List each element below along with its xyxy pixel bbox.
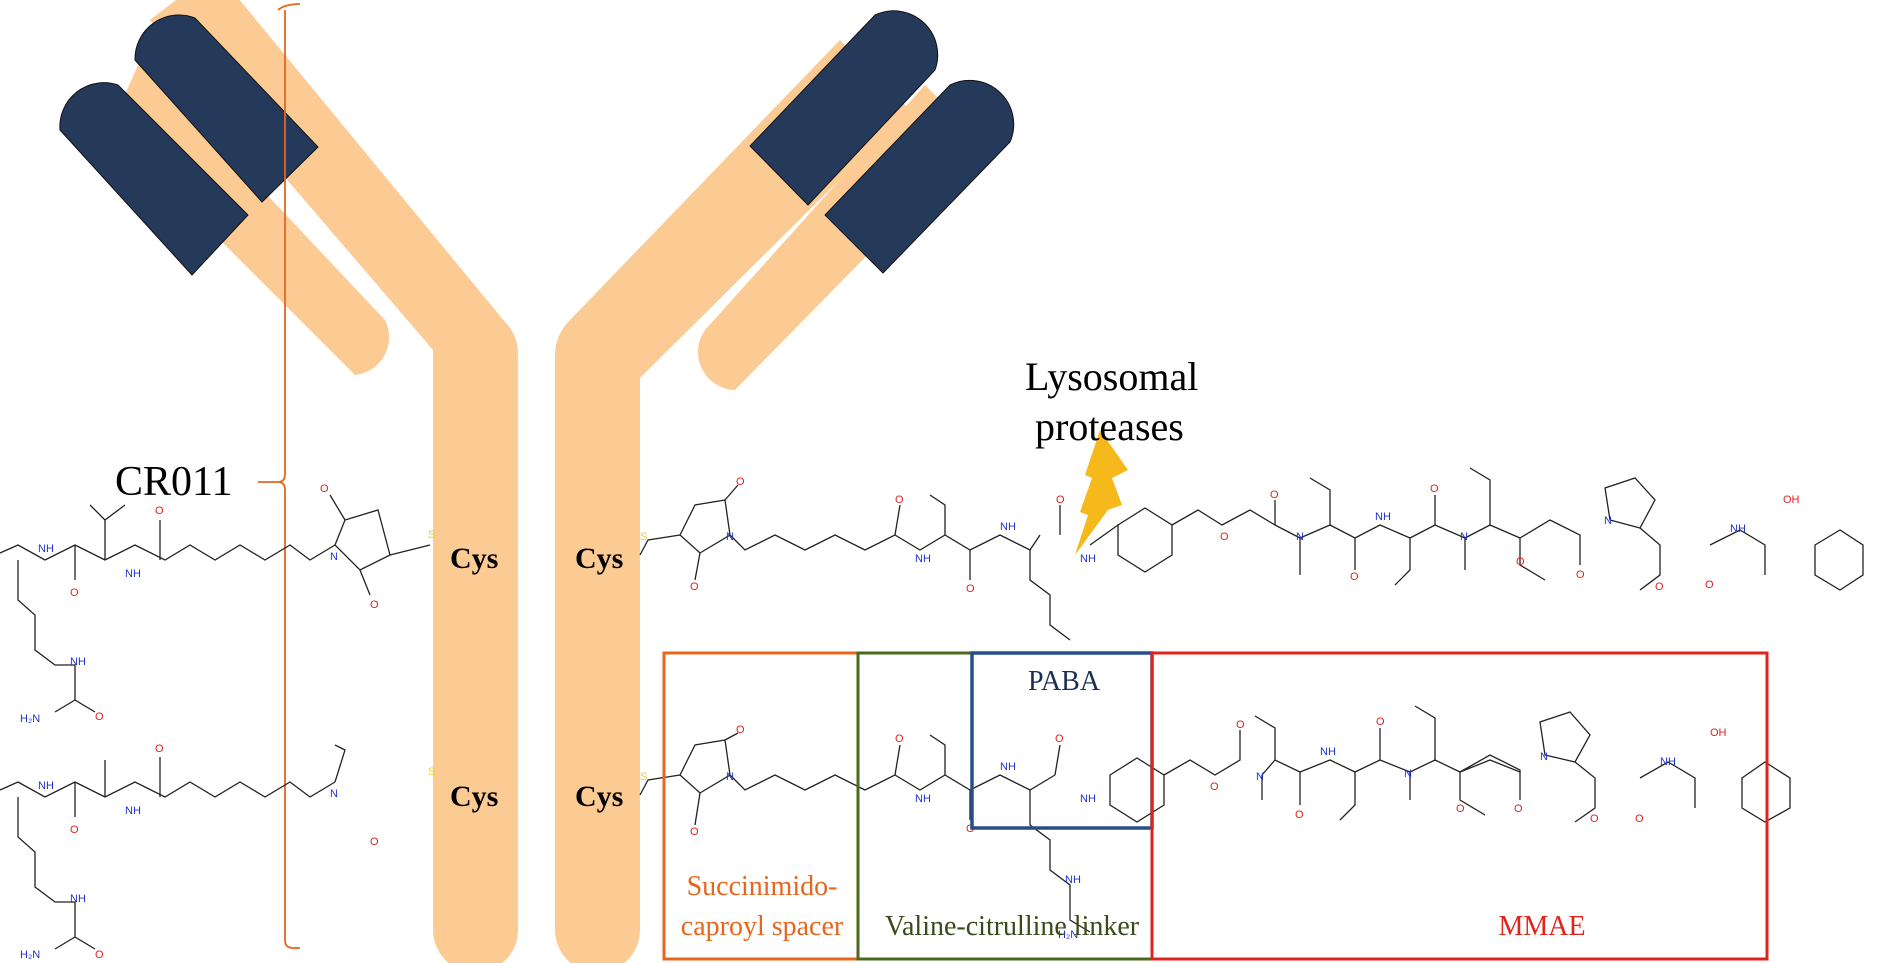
- atom-n: N: [1296, 531, 1304, 543]
- atom-nh: NH: [38, 780, 54, 792]
- atom-o: O: [1635, 813, 1644, 825]
- left-upper-drug-linker: NH NH O O N O O S NH H₂N O: [0, 483, 435, 725]
- right-upper-drug-linker: S O O N O NH O NH O NH O O N O NH O N O …: [639, 467, 1864, 641]
- atom-n: N: [330, 788, 338, 800]
- atom-o: O: [736, 724, 745, 736]
- atom-nh: NH: [125, 805, 141, 817]
- atom-o: O: [155, 743, 164, 755]
- antibody-label: CR011: [115, 459, 232, 505]
- atom-nh: NH: [915, 793, 931, 805]
- atom-o: O: [1350, 571, 1359, 583]
- atom-s: S: [428, 529, 435, 541]
- left-lower-drug-linker: NH NH O O N O S NH H₂N O: [0, 743, 435, 961]
- atom-o: O: [70, 824, 79, 836]
- atom-o: O: [895, 494, 904, 506]
- right-lower-drug-linker: S O O N O NH O NH O NH O O N NH O O N O …: [639, 705, 1791, 941]
- right-heavy-variable-domain: [749, 10, 939, 206]
- atom-o: O: [1516, 556, 1525, 568]
- payload-label: MMAE: [1498, 911, 1585, 942]
- cys-label-upper-left: Cys: [450, 542, 498, 575]
- atom-n: N: [1604, 515, 1612, 527]
- atom-o: O: [1514, 803, 1523, 815]
- atom-h2n: H₂N: [20, 713, 40, 725]
- atom-o: O: [370, 836, 379, 848]
- atom-nh: NH: [70, 893, 86, 905]
- atom-o: O: [1655, 581, 1664, 593]
- atom-nh: NH: [70, 656, 86, 668]
- atom-s: S: [640, 531, 647, 543]
- atom-nh: NH: [1065, 874, 1081, 886]
- left-heavy-chain: [150, 0, 518, 963]
- atom-s: S: [640, 771, 647, 783]
- atom-o: O: [70, 587, 79, 599]
- atom-nh: NH: [1730, 523, 1746, 535]
- atom-nh: NH: [1080, 553, 1096, 565]
- atom-n: N: [1404, 768, 1412, 780]
- atom-o: O: [320, 483, 329, 495]
- atom-o: O: [1236, 719, 1245, 731]
- atom-o: O: [1210, 781, 1219, 793]
- left-heavy-variable-domain: [134, 14, 319, 203]
- atom-h2n: H₂N: [1058, 929, 1078, 941]
- atom-n: N: [1540, 751, 1548, 763]
- cleavage-label-line1: Lysosomal: [1025, 354, 1198, 399]
- atom-o: O: [1270, 489, 1279, 501]
- atom-o: O: [690, 581, 699, 593]
- atom-o: O: [1705, 579, 1714, 591]
- atom-o: O: [1456, 803, 1465, 815]
- atom-o: O: [95, 949, 104, 961]
- atom-nh: NH: [915, 553, 931, 565]
- atom-nh: NH: [1000, 761, 1016, 773]
- atom-nh: NH: [1320, 746, 1336, 758]
- atom-oh: OH: [1710, 727, 1727, 739]
- atom-o: O: [736, 476, 745, 488]
- right-light-variable-domain: [824, 79, 1015, 274]
- atom-n: N: [726, 531, 734, 543]
- atom-n: N: [726, 771, 734, 783]
- cys-label-lower-right: Cys: [575, 780, 623, 813]
- atom-nh: NH: [1000, 521, 1016, 533]
- atom-nh: NH: [125, 568, 141, 580]
- atom-o: O: [966, 583, 975, 595]
- right-heavy-chain: [555, 40, 910, 963]
- atom-nh: NH: [1375, 511, 1391, 523]
- atom-o: O: [1430, 483, 1439, 495]
- left-light-chain: [110, 60, 390, 375]
- atom-o: O: [895, 733, 904, 745]
- atom-o: O: [155, 505, 164, 517]
- atom-nh: NH: [1080, 793, 1096, 805]
- cys-label-upper-right: Cys: [575, 542, 623, 575]
- paba-label: PABA: [1028, 666, 1101, 697]
- atom-o: O: [1590, 813, 1599, 825]
- cys-label-lower-left: Cys: [450, 780, 498, 813]
- spacer-label-line1: Succinimido-: [687, 871, 838, 902]
- atom-o: O: [1055, 733, 1064, 745]
- cleavage-label-line2: proteases: [1035, 404, 1184, 449]
- atom-o: O: [95, 711, 104, 723]
- atom-o: O: [1295, 809, 1304, 821]
- left-light-variable-domain: [59, 82, 249, 276]
- atom-o: O: [1576, 569, 1585, 581]
- atom-n: N: [1256, 771, 1264, 783]
- atom-h2n: H₂N: [20, 949, 40, 961]
- atom-o: O: [1376, 716, 1385, 728]
- atom-o: O: [1056, 494, 1065, 506]
- atom-n: N: [330, 551, 338, 563]
- atom-nh: NH: [38, 543, 54, 555]
- atom-o: O: [370, 599, 379, 611]
- antibody: [59, 0, 1015, 963]
- atom-o: O: [1220, 531, 1229, 543]
- antibody-bracket: CR011: [115, 3, 301, 949]
- lightning-icon: [1075, 430, 1128, 555]
- atom-s: S: [428, 766, 435, 778]
- atom-oh: OH: [1783, 494, 1800, 506]
- spacer-label-line2: caproyl spacer: [681, 911, 844, 942]
- linker-label: Valine-citrulline linker: [885, 911, 1140, 942]
- payload-box: [1150, 651, 1769, 961]
- atom-n: N: [1460, 531, 1468, 543]
- atom-nh: NH: [1660, 756, 1676, 768]
- atom-o: O: [690, 826, 699, 838]
